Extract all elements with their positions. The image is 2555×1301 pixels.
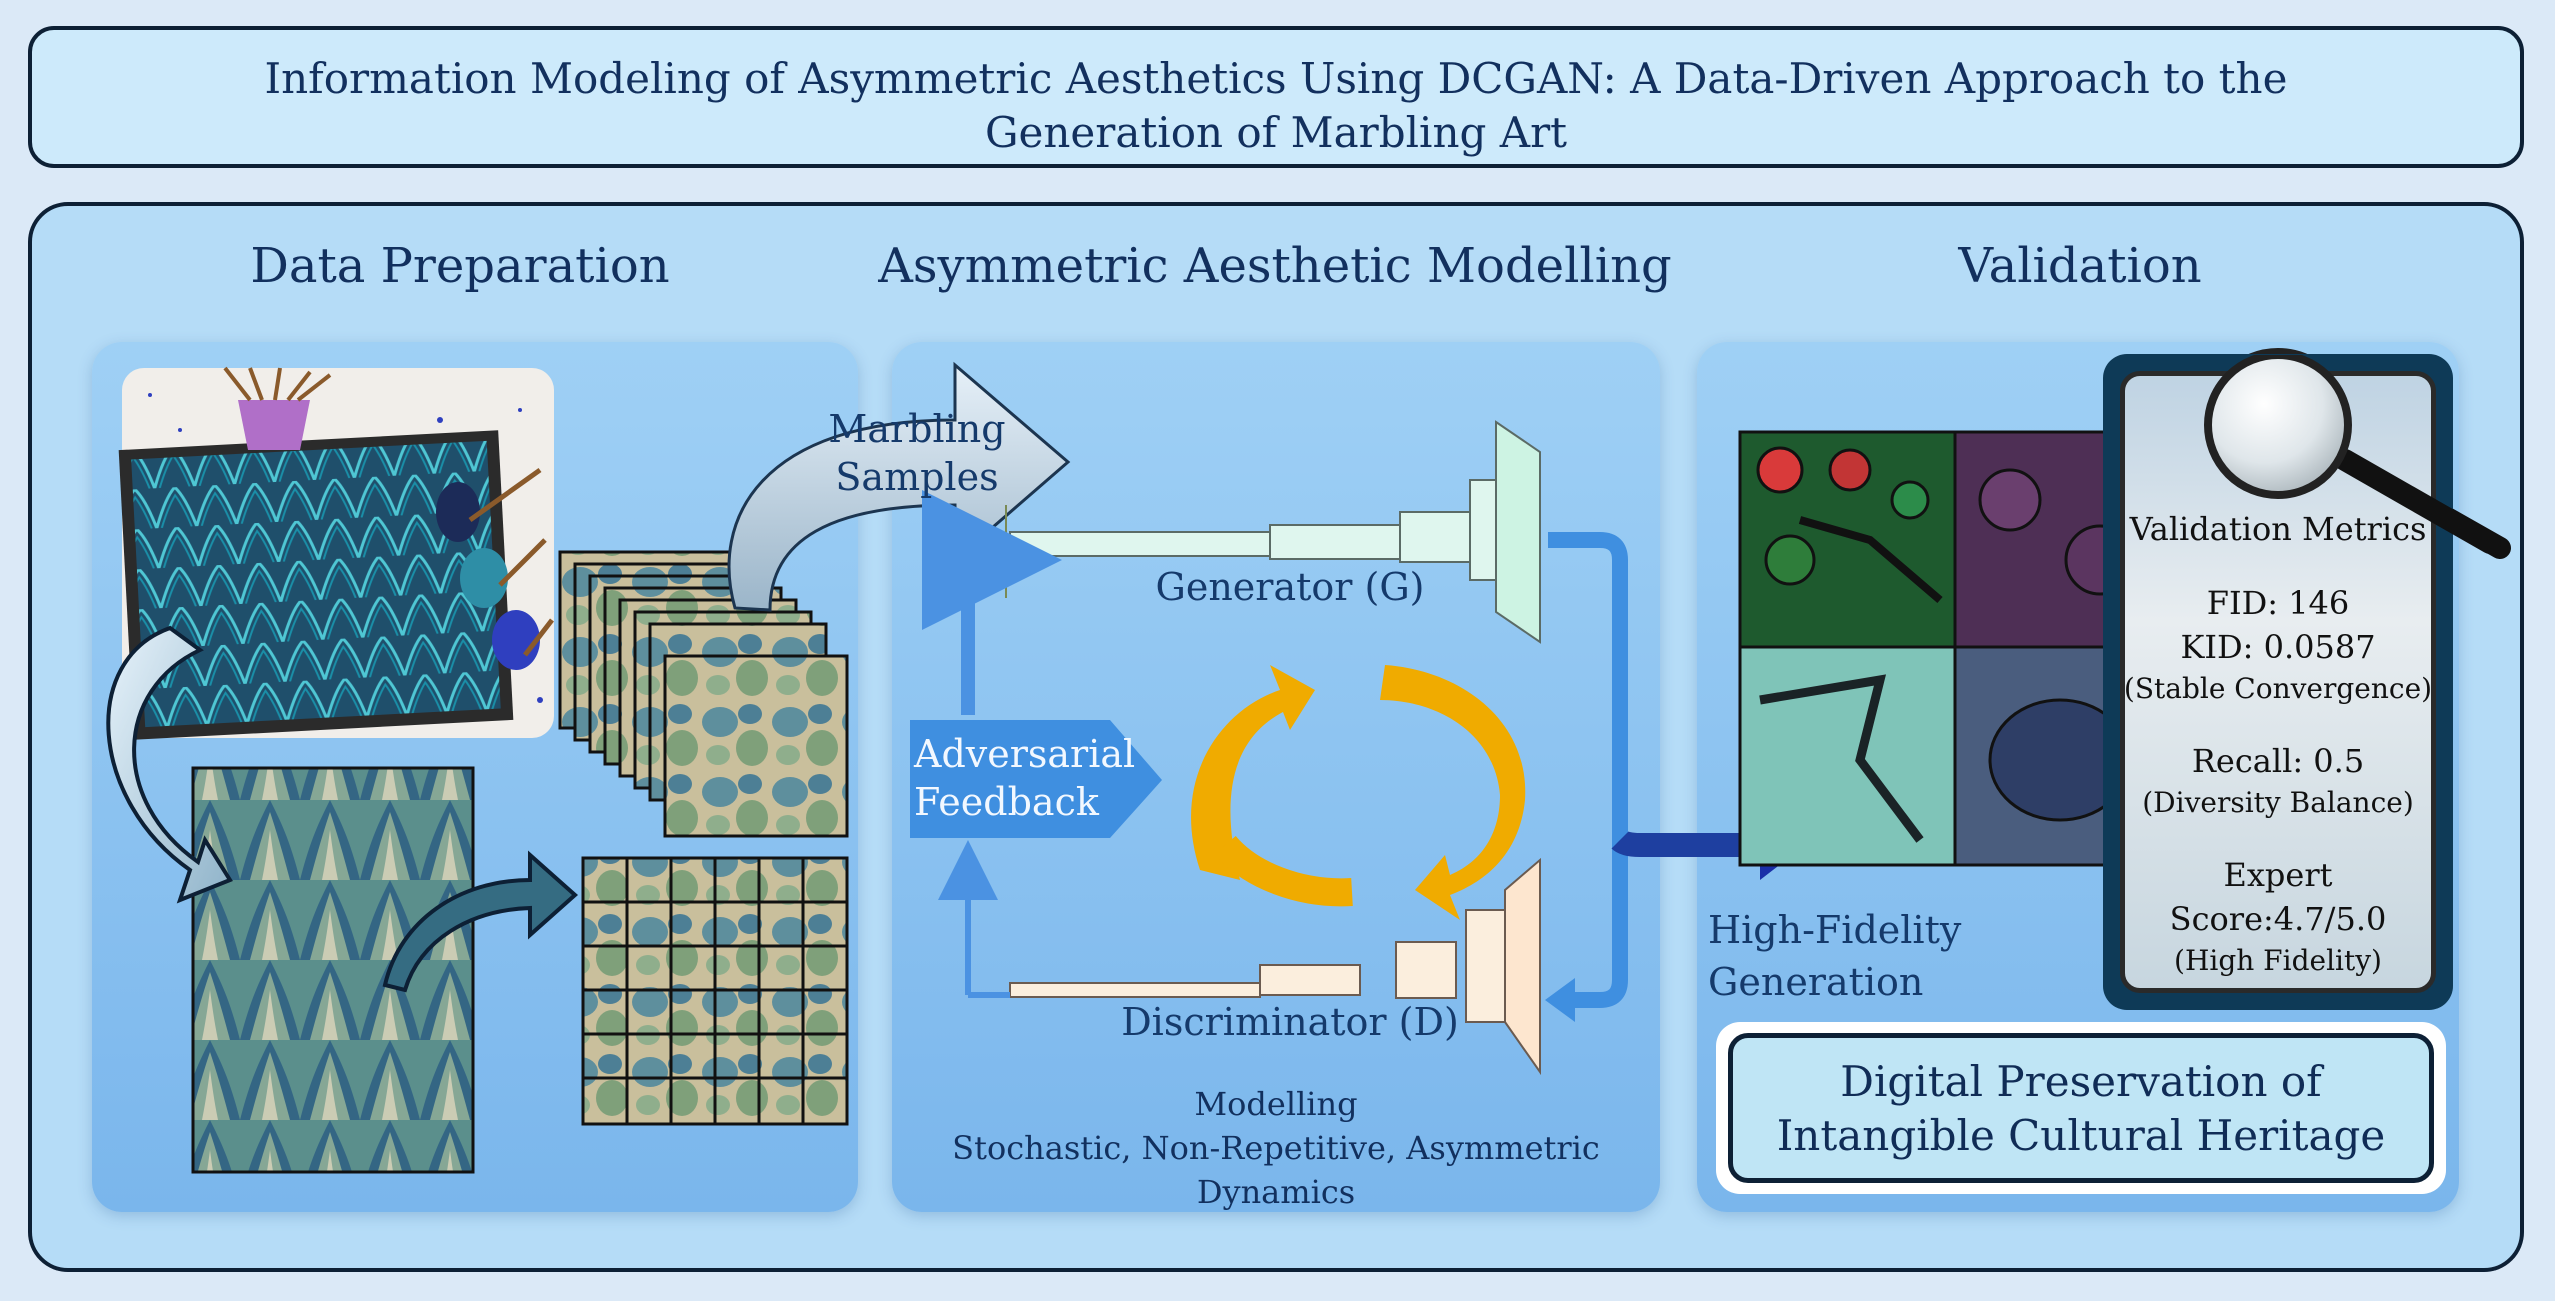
page-title: Information Modeling of Asymmetric Aesth… xyxy=(264,54,2288,157)
metric-recall: Recall: 0.5 xyxy=(2191,742,2365,780)
high-fidelity-label: High-Fidelity Generation xyxy=(1708,904,2008,1008)
generation-arrow xyxy=(1611,830,1765,857)
adversarial-feedback-label: Adversarial Feedback xyxy=(914,730,1136,826)
adversarial-label-line1: Adversarial xyxy=(914,732,1136,776)
generator-label: Generator (G) xyxy=(1155,565,1425,609)
generator-to-discriminator-arrow xyxy=(1548,532,1628,1008)
metric-fid: FID: 146 xyxy=(2206,584,2350,622)
modelling-caption-line2: Stochastic, Non-Repetitive, Asymmetric xyxy=(952,1129,1600,1167)
marbling-samples-arrow xyxy=(727,361,1071,612)
generator-network xyxy=(1005,420,1541,644)
metric-kid-note: (Stable Convergence) xyxy=(2123,672,2433,705)
marbling-sample-image xyxy=(191,766,475,1174)
feedback-arrow-up xyxy=(922,490,1062,715)
cycle-arrow-left xyxy=(1191,665,1315,880)
marbling-samples-label-line2: Samples xyxy=(835,455,999,499)
metric-kid: KID: 0.0587 xyxy=(2180,628,2376,666)
adversarial-feedback-arrow xyxy=(910,720,1162,838)
high-fidelity-line2: Generation xyxy=(1708,960,1924,1004)
section-title-data-preparation: Data Preparation xyxy=(250,238,670,294)
modelling-caption-line1: Modelling xyxy=(1194,1085,1358,1123)
section-title-validation: Validation xyxy=(1958,238,2202,294)
patch-grid xyxy=(581,856,849,1126)
metric-recall-note: (Diversity Balance) xyxy=(2142,786,2414,819)
discriminator-label: Discriminator (D) xyxy=(1121,1000,1459,1044)
title-banner: Information Modeling of Asymmetric Aesth… xyxy=(28,26,2524,168)
heritage-box xyxy=(1728,1033,2434,1183)
heritage-line1: Digital Preservation of xyxy=(1840,1057,2322,1106)
discriminator-network xyxy=(1009,857,1541,1076)
modelling-caption-line3: Dynamics xyxy=(1196,1173,1356,1211)
modelling-caption: Modelling Stochastic, Non-Repetitive, As… xyxy=(900,1082,1652,1214)
generated-images xyxy=(1738,430,2167,867)
heritage-line2: Intangible Cultural Heritage xyxy=(1776,1111,2386,1160)
heritage-text: Digital Preservation of Intangible Cultu… xyxy=(1728,1055,2434,1163)
marbling-samples-label-line1: Marbling xyxy=(828,407,1006,451)
magnifier-overlay xyxy=(2204,355,2501,554)
metric-expert-note: (High Fidelity) xyxy=(2174,944,2382,977)
metric-expert-score: Score:4.7/5.0 xyxy=(2169,900,2387,938)
section-title-modelling: Asymmetric Aesthetic Modelling xyxy=(878,238,1672,294)
cycle-arrow-right xyxy=(1380,665,1526,920)
marbling-tray-photo xyxy=(118,366,554,740)
high-fidelity-line1: High-Fidelity xyxy=(1708,908,1962,952)
curved-arrow-sample-to-grid xyxy=(382,850,579,993)
metric-expert-label: Expert xyxy=(2223,856,2333,894)
curved-arrow-tray-to-sample xyxy=(106,625,233,904)
adversarial-label-line2: Feedback xyxy=(914,780,1099,824)
metrics-heading: Validation Metrics xyxy=(2129,510,2427,548)
marbling-samples-label: Marbling Samples xyxy=(812,405,1022,501)
stacked-marbling-samples xyxy=(558,550,849,838)
